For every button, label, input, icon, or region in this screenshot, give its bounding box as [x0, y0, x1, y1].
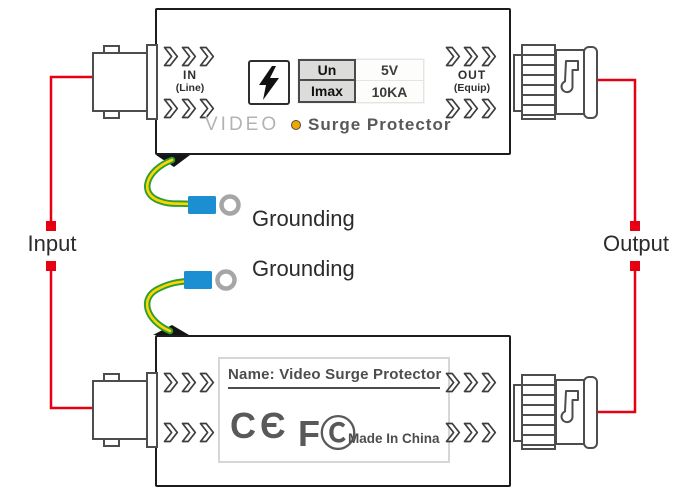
chevron-icon	[481, 46, 497, 67]
output-wire-node-bottom	[630, 261, 640, 271]
chevron-icon	[481, 422, 497, 443]
name-plate: Name: Video Surge Protector CЄ FⒸ Made I…	[218, 357, 450, 463]
bnc-male-connector-bottom	[513, 374, 599, 450]
bnc-female-connector-bottom	[92, 372, 158, 448]
chevron-icon	[445, 372, 461, 393]
lightning-bolt-icon	[259, 65, 279, 100]
bayonet-slot-icon	[560, 390, 579, 424]
chevron-icon	[445, 46, 461, 67]
indicator-dot-icon	[291, 120, 301, 130]
ground-lug-top	[188, 196, 216, 214]
bnc-body	[555, 379, 586, 445]
chevron-icon	[181, 422, 197, 443]
surge-indicator-box	[248, 60, 290, 105]
bnc-ridged-sleeve	[521, 374, 556, 450]
chevron-row	[163, 46, 217, 67]
ground-lug-bottom	[184, 271, 212, 289]
chevron-icon	[163, 372, 179, 393]
made-in-text: Made In China	[348, 431, 440, 446]
grounding-label-top: Grounding	[252, 206, 355, 231]
chevron-icon	[199, 46, 215, 67]
bnc-male-connector-top	[513, 44, 599, 120]
chevron-icon	[445, 422, 461, 443]
output-wire-node-top	[630, 221, 640, 231]
chevron-icon	[181, 46, 197, 67]
brand-video-text: VIDEO	[205, 114, 280, 135]
top-device: IN (Line) Un 5V Imax 10KA OUT (Equip)	[155, 8, 511, 155]
chevron-icon	[481, 98, 497, 119]
bnc-end-cap	[583, 46, 598, 119]
chevron-icon	[463, 98, 479, 119]
chevron-icon	[181, 372, 197, 393]
spec-value-un: 5V	[356, 59, 424, 81]
chevron-row	[445, 46, 499, 67]
chevron-icon	[481, 372, 497, 393]
bnc-body	[92, 380, 148, 440]
output-label: Output	[602, 231, 670, 256]
out-port-sublabel: (Equip)	[453, 82, 491, 94]
bnc-body	[555, 49, 586, 115]
chevron-icon	[463, 422, 479, 443]
input-wire-node-top	[46, 221, 56, 231]
chevron-icon	[199, 98, 215, 119]
chevron-icon	[445, 98, 461, 119]
chevron-row	[445, 422, 499, 443]
ground-ring-terminal-top	[219, 194, 241, 216]
out-port-label: OUT	[457, 68, 487, 82]
output-wire-bottom	[597, 271, 637, 414]
chevron-icon	[163, 422, 179, 443]
input-wire-bottom	[49, 271, 92, 410]
bnc-body	[92, 52, 148, 112]
input-label: Input	[27, 231, 77, 256]
ground-ring-terminal-bottom	[215, 269, 237, 291]
bnc-flange	[146, 372, 158, 448]
spec-param-un: Un	[298, 59, 356, 81]
spec-table: Un 5V Imax 10KA	[297, 58, 425, 104]
chevron-row	[163, 98, 217, 119]
output-wire-top	[597, 78, 637, 221]
spec-param-imax: Imax	[298, 81, 356, 103]
chevron-row	[163, 422, 217, 443]
ce-mark-icon: CЄ	[230, 405, 290, 446]
chevron-icon	[463, 372, 479, 393]
input-wire-top	[49, 75, 92, 221]
spec-value-imax: 10KA	[356, 81, 424, 103]
chevron-icon	[181, 98, 197, 119]
grounding-label-bottom: Grounding	[252, 256, 355, 281]
chevron-icon	[199, 422, 215, 443]
bnc-end-cap	[583, 376, 598, 449]
name-plate-title: Name: Video Surge Protector	[228, 366, 441, 389]
bayonet-slot-icon	[560, 60, 579, 94]
fcc-mark-icon: FⒸ	[298, 413, 356, 454]
ground-wire-bottom-yellow	[145, 279, 190, 333]
chevron-row	[163, 372, 217, 393]
chevron-row	[445, 98, 499, 119]
chevron-icon	[163, 98, 179, 119]
chevron-icon	[463, 46, 479, 67]
input-wire-node-bottom	[46, 261, 56, 271]
brand-product-text: Surge Protector	[308, 115, 452, 134]
in-port-label: IN	[183, 68, 197, 82]
chevron-icon	[163, 46, 179, 67]
bnc-female-connector-top	[92, 44, 158, 120]
ground-wire-bottom-green	[143, 277, 192, 335]
bnc-ridged-sleeve	[521, 44, 556, 120]
in-port-sublabel: (Line)	[175, 82, 205, 94]
bnc-flange	[146, 44, 158, 120]
bottom-device: Name: Video Surge Protector CЄ FⒸ Made I…	[155, 335, 511, 487]
chevron-row	[445, 372, 499, 393]
ground-wire-top-yellow	[146, 158, 192, 206]
chevron-icon	[199, 372, 215, 393]
